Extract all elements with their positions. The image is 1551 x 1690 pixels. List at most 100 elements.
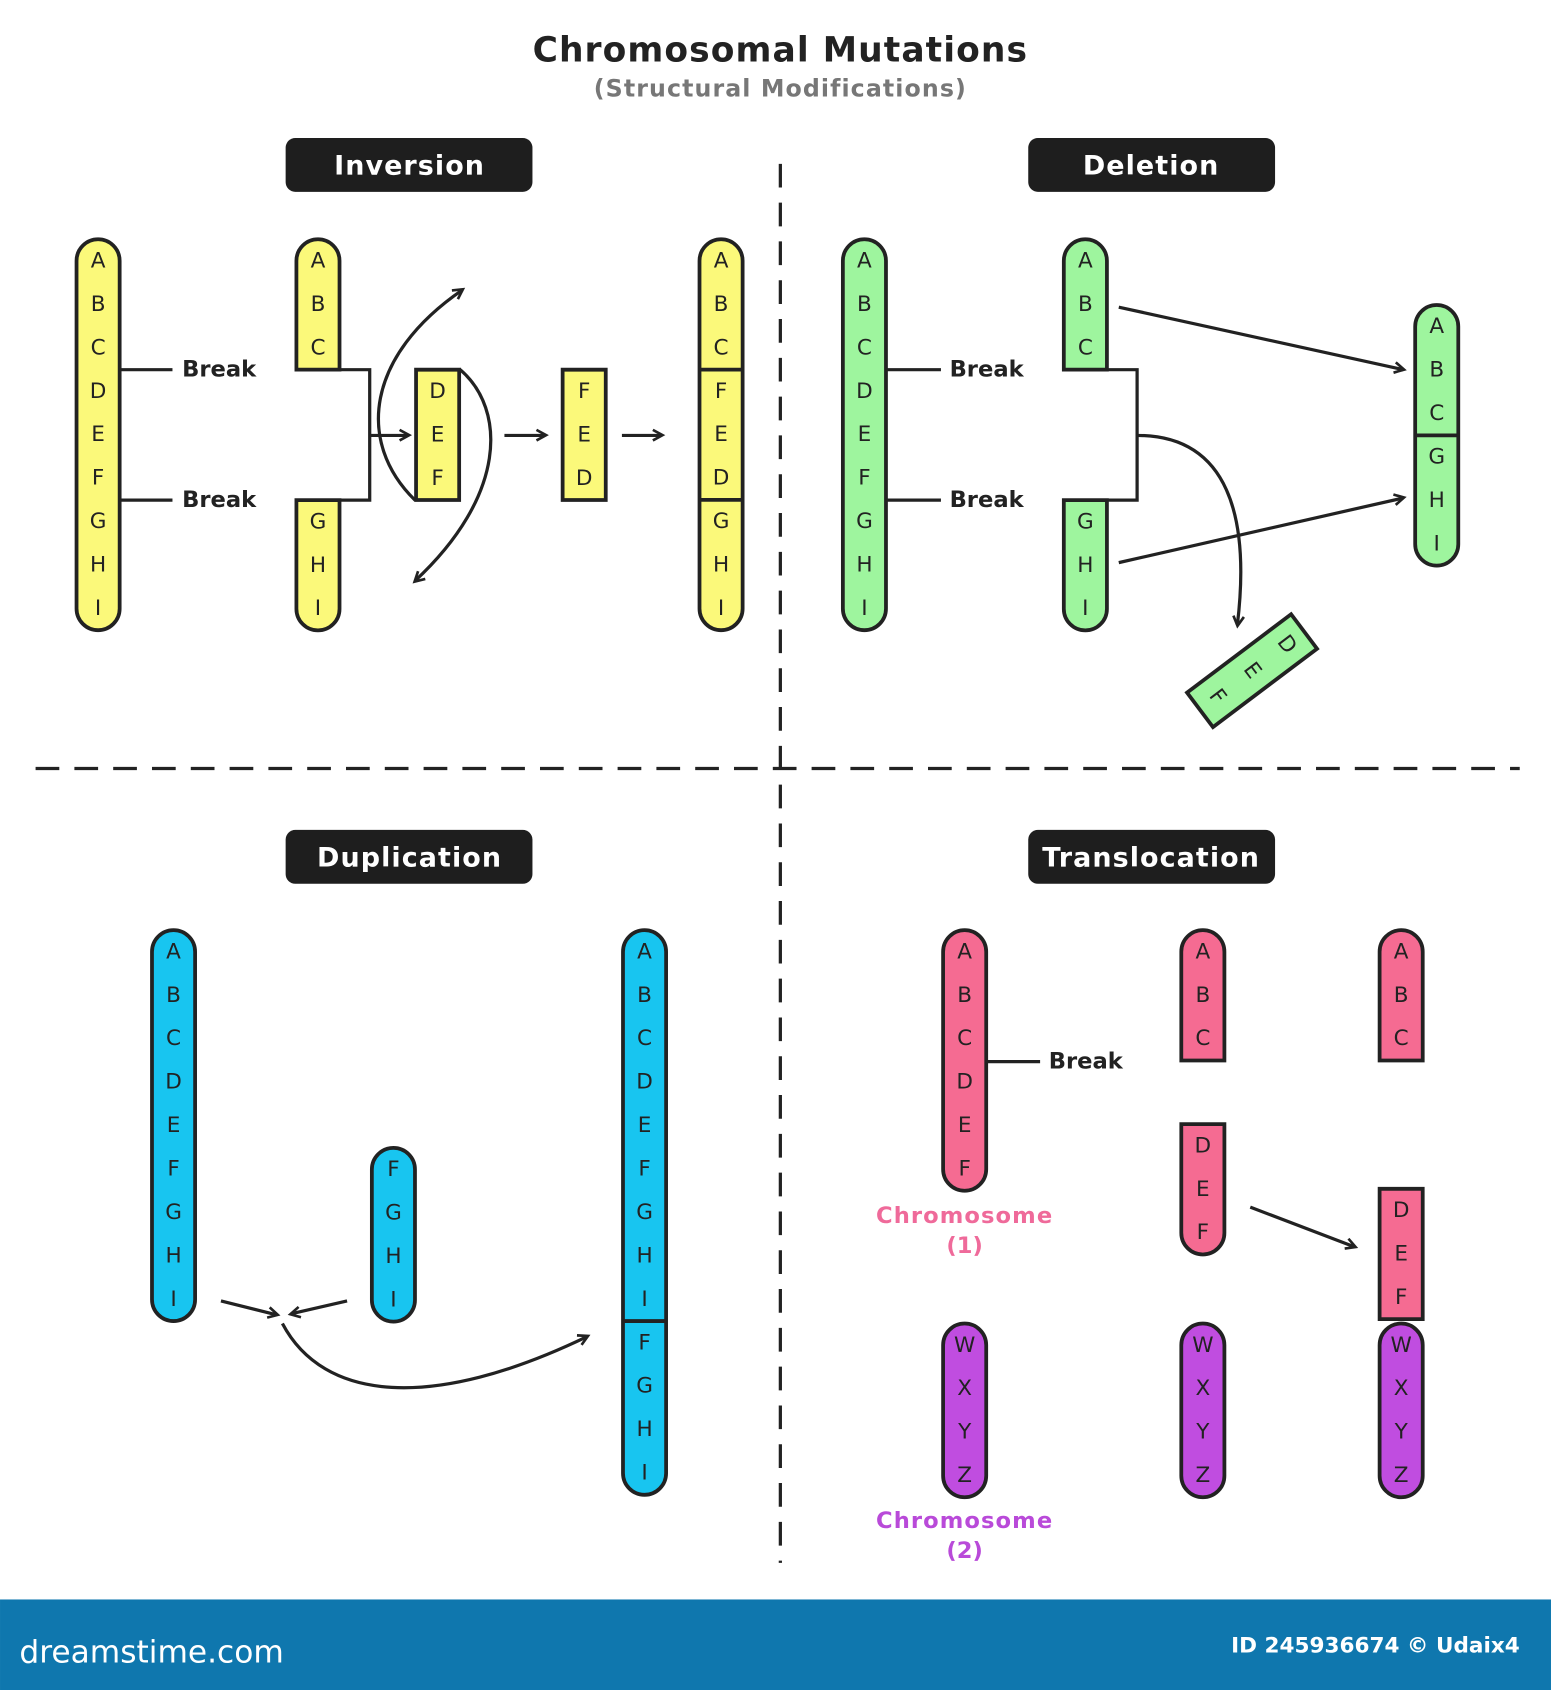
break-line <box>885 368 941 502</box>
gene-label: D <box>1393 1198 1410 1223</box>
gene-label: F <box>638 1157 650 1182</box>
deletion-label: Deletion <box>1083 150 1220 181</box>
gene-label: Z <box>957 1463 972 1488</box>
gene-label: A <box>1195 939 1210 964</box>
chromosome-body <box>941 1321 989 1500</box>
gene-label: H <box>310 553 326 578</box>
gene-label: I <box>315 596 321 621</box>
translocation-header: Translocation <box>1028 829 1276 884</box>
image-credit: ID 245936674 © Udaix4 <box>1231 1633 1520 1658</box>
gene-label: D <box>576 466 593 491</box>
gene-label: H <box>1429 488 1445 513</box>
gene-label: I <box>170 1287 176 1312</box>
inversion-header: Inversion <box>285 137 533 192</box>
gene-label: W <box>1391 1333 1412 1358</box>
gene-label: E <box>958 1113 972 1138</box>
rotate-arrow-icon <box>412 368 493 584</box>
gene-label: G <box>165 1200 182 1225</box>
gene-label: H <box>713 553 729 578</box>
gene-label: C <box>857 335 872 360</box>
gene-label: B <box>166 983 181 1008</box>
chromosome-body <box>840 237 888 633</box>
chromosome-body <box>150 928 197 1323</box>
arrow-icon <box>1118 493 1407 565</box>
gene-label: G <box>1428 445 1445 470</box>
gene-label: G <box>636 1374 653 1399</box>
break-label: Break <box>182 357 257 383</box>
duplication-connectors <box>220 1299 591 1390</box>
gene-label: D <box>90 379 107 404</box>
gene-label: D <box>956 1070 973 1095</box>
gene-label: A <box>91 248 106 273</box>
gene-label: G <box>636 1200 653 1225</box>
gene-label: E <box>91 422 105 447</box>
gene-label: H <box>165 1243 181 1268</box>
chromosome-inv-segment: DEF <box>414 367 462 502</box>
chromosome-inv-top: ABC <box>294 237 342 372</box>
gene-label: A <box>1394 939 1409 964</box>
gene-label: D <box>165 1070 182 1095</box>
gene-label: H <box>90 553 106 578</box>
gene-label: D <box>429 379 446 404</box>
gene-label: Z <box>1394 1463 1409 1488</box>
translocation-label: Translocation <box>1042 842 1260 873</box>
gene-label: W <box>1192 1333 1213 1358</box>
gene-label: H <box>856 553 872 578</box>
chromosome-2-label: Chromosome <box>876 1508 1053 1534</box>
chromosome-body <box>1377 1321 1425 1500</box>
gene-label: F <box>715 379 727 404</box>
arrow-icon <box>1249 1205 1359 1250</box>
chromosome-body <box>369 1145 417 1324</box>
gene-label: A <box>714 248 729 273</box>
gene-label: B <box>1195 983 1210 1008</box>
arrow-icon <box>280 1322 591 1390</box>
gene-label: X <box>1195 1376 1210 1401</box>
gene-label: G <box>1077 509 1094 534</box>
chromosome-inv-bottom: GHI <box>294 498 342 633</box>
chromosome-body <box>294 498 342 633</box>
gene-label: B <box>1429 358 1444 383</box>
gene-label: E <box>1196 1177 1210 1202</box>
gene-label: F <box>578 379 590 404</box>
gene-label: A <box>1429 314 1444 339</box>
gene-label: D <box>856 379 873 404</box>
gene-label: B <box>91 292 106 317</box>
gene-label: B <box>857 292 872 317</box>
gene-label: F <box>958 1157 970 1182</box>
gene-label: F <box>431 466 443 491</box>
chromosome-body <box>1377 928 1425 1063</box>
gene-label: I <box>390 1287 396 1312</box>
chromosome-inv-flipped: FED <box>560 367 608 502</box>
gene-label: B <box>311 292 326 317</box>
duplication-label: Duplication <box>317 842 502 873</box>
chromosome-body <box>1377 1186 1425 1322</box>
deletion-connectors: Break Break <box>885 305 1407 629</box>
gene-label: I <box>641 1461 647 1486</box>
gene-label: I <box>861 596 867 621</box>
gene-label: F <box>638 1330 650 1355</box>
chromosome-2-number: (2) <box>946 1538 982 1564</box>
gene-label: F <box>92 466 104 491</box>
gene-label: C <box>957 1026 972 1051</box>
break-bracket <box>339 368 372 502</box>
chromosome-del-top: ABC <box>1061 237 1109 372</box>
gene-label: C <box>1429 401 1444 426</box>
brand-logo: dreamstime.com <box>19 1634 283 1670</box>
gene-label: F <box>387 1157 399 1182</box>
page-subtitle: (Structural Modifications) <box>594 74 967 102</box>
chromosome-del-lost: DEF <box>1184 611 1320 730</box>
gene-label: Y <box>957 1420 972 1445</box>
gene-label: I <box>641 1287 647 1312</box>
gene-label: I <box>1082 596 1088 621</box>
gene-label: E <box>1394 1241 1408 1266</box>
gene-label: B <box>714 292 729 317</box>
gene-label: G <box>385 1201 402 1226</box>
chromosome-body <box>697 237 745 633</box>
chromosome-tr-mid-frag: DEF <box>1179 1122 1227 1257</box>
rotate-arrow-icon <box>376 287 466 502</box>
